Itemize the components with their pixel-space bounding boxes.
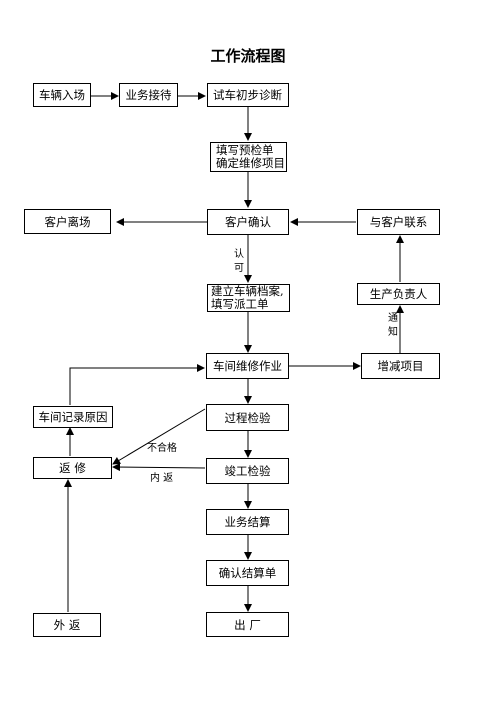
- node-rework: 返 修: [33, 457, 112, 479]
- node-add-remove-items: 增减项目: [361, 353, 440, 379]
- node-confirm-statement: 确认结算单: [206, 560, 289, 586]
- label-notify-1: 通: [388, 313, 398, 324]
- archive-line-2: 填写派工单: [211, 297, 269, 311]
- node-process-inspection: 过程检验: [206, 404, 289, 431]
- node-final-inspection: 竣工检验: [206, 458, 289, 484]
- node-external-return: 外 返: [33, 613, 101, 637]
- node-workshop-repair: 车间维修作业: [206, 353, 289, 379]
- label-approve-1: 认: [234, 249, 244, 260]
- node-precheck: 填写预检单 确定维修项目: [210, 142, 287, 172]
- node-customer-confirm: 客户确认: [207, 209, 289, 235]
- label-notify-2: 知: [388, 327, 398, 338]
- node-production-manager: 生产负责人: [357, 283, 440, 305]
- label-fail: 不合格: [147, 443, 177, 454]
- label-internal-return: 内 返: [150, 473, 174, 484]
- precheck-line-1: 填写预检单: [216, 143, 274, 157]
- archive-line-1: 建立车辆档案,: [211, 284, 284, 298]
- page-title: 工作流程图: [210, 47, 286, 65]
- node-vehicle-entry: 车辆入场: [33, 83, 91, 107]
- node-exit-factory: 出 厂: [206, 612, 289, 637]
- node-record-reason: 车间记录原因: [33, 406, 113, 428]
- node-vehicle-archive: 建立车辆档案, 填写派工单: [207, 284, 290, 312]
- node-settlement: 业务结算: [206, 509, 289, 535]
- arrow-process-to-rework: [112, 408, 206, 465]
- arrow-record-to-workshop: [69, 364, 205, 405]
- node-customer-leave: 客户离场: [24, 209, 111, 234]
- node-contact-customer: 与客户联系: [357, 209, 440, 235]
- precheck-line-2: 确定维修项目: [216, 156, 285, 170]
- node-test-drive: 试车初步诊断: [207, 83, 289, 107]
- label-approve-2: 可: [234, 263, 244, 274]
- node-reception: 业务接待: [119, 83, 178, 107]
- arrow-final-to-rework: [112, 463, 206, 472]
